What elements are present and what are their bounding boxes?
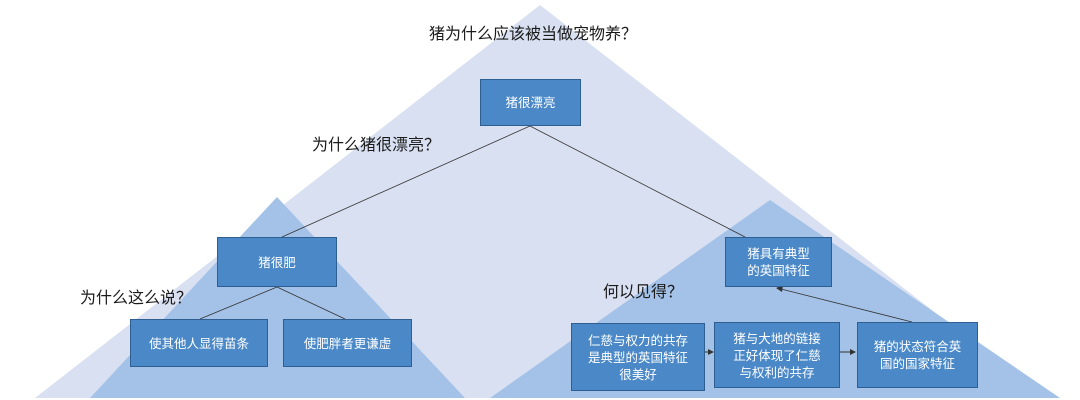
connector-fat-to-humble: [276, 286, 346, 320]
node-pig-state-national: 猪的状态符合英 国的国家特征: [857, 322, 978, 388]
connector-fat-to-slim: [199, 286, 278, 320]
node-fat-people-humble: 使肥胖者更谦虚: [283, 319, 412, 367]
question-why-pretty: 为什么猪很漂亮？: [312, 135, 441, 154]
main-question: 猪为什么应该被当做宠物养？: [429, 24, 638, 43]
question-how-see: 何以见得？: [603, 282, 684, 301]
arrowhead-state: [850, 349, 856, 355]
connector-root-to-british: [529, 125, 746, 238]
question-why-say: 为什么这么说？: [80, 288, 193, 307]
arrow-state-to-british: [780, 288, 913, 323]
node-pig-land-link: 猪与大地的链接 正好体现了仁慈 与权利的共存: [714, 322, 840, 388]
node-pig-pretty: 猪很漂亮: [480, 79, 581, 126]
arrowhead-land: [708, 349, 714, 355]
node-pig-british-traits: 猪具有典型 的英国特征: [725, 237, 832, 287]
node-pig-fat: 猪很肥: [217, 237, 337, 287]
node-mercy-power-coexist: 仁慈与权力的共存 是典型的英国特征 很美好: [571, 323, 705, 391]
node-others-look-slim: 使其他人显得苗条: [130, 319, 268, 367]
connector-root-to-fat: [281, 125, 531, 238]
